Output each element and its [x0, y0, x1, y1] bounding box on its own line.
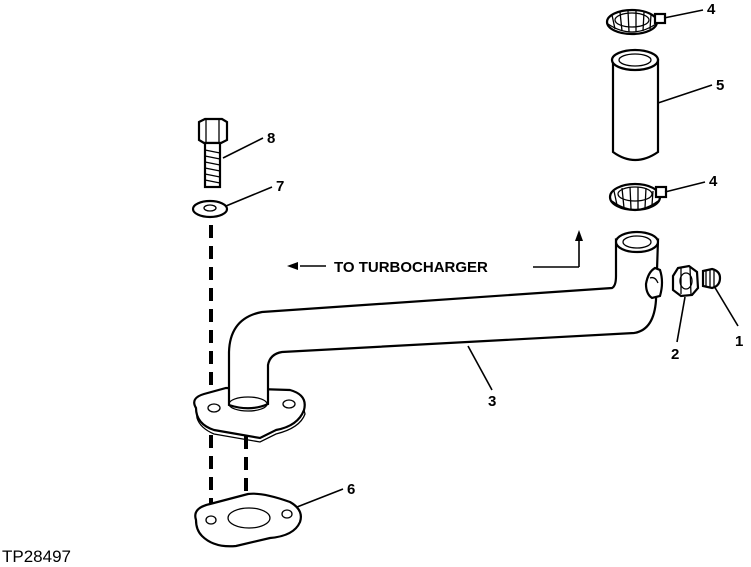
callout-6: 6 [347, 481, 355, 498]
callout-8: 8 [267, 130, 275, 147]
leader-line-3 [467, 345, 493, 391]
callout-2: 2 [671, 346, 679, 363]
oil-return-tube [193, 230, 664, 443]
leader-line-6 [296, 488, 344, 508]
flow-label: TO TURBOCHARGER [334, 259, 488, 276]
leader-line-1 [713, 285, 739, 327]
leader-line-4-bottom [664, 181, 706, 193]
hose-clamp-bottom [608, 182, 668, 212]
hose-clamp-top [605, 8, 667, 36]
leader-line-7 [225, 186, 273, 207]
leader-line-2 [676, 296, 686, 343]
gasket [194, 492, 302, 548]
hose [610, 48, 660, 162]
lock-washer [191, 199, 229, 219]
leader-line-8 [222, 137, 264, 159]
callout-4-bottom: 4 [709, 173, 718, 190]
cap-screw [197, 117, 229, 189]
callout-5: 5 [716, 77, 724, 94]
figure-id: TP28497 [2, 547, 71, 566]
plug [701, 267, 722, 290]
leader-line-4-top [663, 9, 704, 19]
elbow-fitting-nut [671, 264, 700, 298]
callout-4-top: 4 [707, 1, 716, 18]
leader-line-5 [657, 84, 713, 104]
callout-3: 3 [488, 393, 496, 410]
callout-1: 1 [735, 333, 743, 350]
flow-arrow [287, 230, 583, 270]
callout-7: 7 [276, 178, 284, 195]
